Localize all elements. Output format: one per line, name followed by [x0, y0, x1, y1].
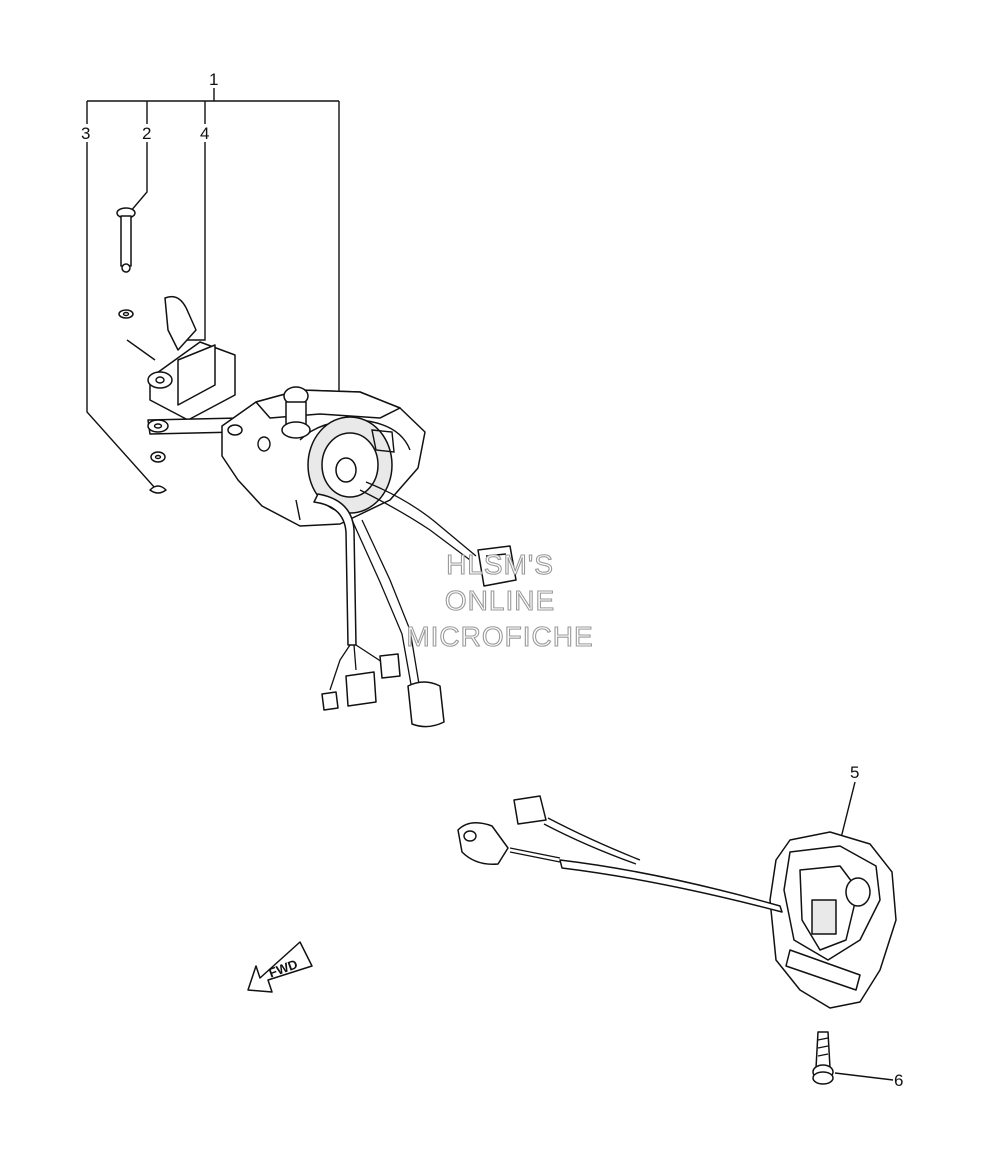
- upper-washer: [118, 309, 134, 319]
- callout-number-3: 3: [81, 124, 90, 143]
- left-handlebar-switch-housing: [221, 386, 426, 527]
- right-handlebar-switch-housing: [769, 831, 897, 1009]
- lever-bracket-part: [147, 295, 241, 435]
- watermark: HLSM'S ONLINE MICROFICHE: [406, 548, 593, 652]
- forward-direction-arrow: FWD: [247, 941, 313, 993]
- right-switch-connectors: [457, 795, 547, 865]
- pin-part: [116, 207, 136, 273]
- watermark-line-1: HLSM'S: [446, 549, 554, 580]
- lower-washer: [150, 451, 166, 463]
- callout-number-5: 5: [850, 763, 859, 782]
- right-switch-wiring: [509, 817, 783, 913]
- forward-label: FWD: [267, 956, 300, 980]
- screw-part: [812, 1031, 834, 1085]
- main-switch-connectors: [321, 545, 517, 728]
- watermark-line-2: ONLINE: [445, 585, 555, 616]
- leader-lines: [86, 142, 894, 1081]
- callout-number-6: 6: [894, 1071, 903, 1090]
- watermark-line-3: MICROFICHE: [406, 621, 593, 652]
- main-switch-wiring: [313, 481, 477, 691]
- clip-part: [149, 485, 167, 494]
- callout-number-4: 4: [200, 124, 209, 143]
- callout-number-2: 2: [142, 124, 151, 143]
- callout-bracket-1: [86, 88, 340, 400]
- callout-number-1: 1: [209, 70, 218, 89]
